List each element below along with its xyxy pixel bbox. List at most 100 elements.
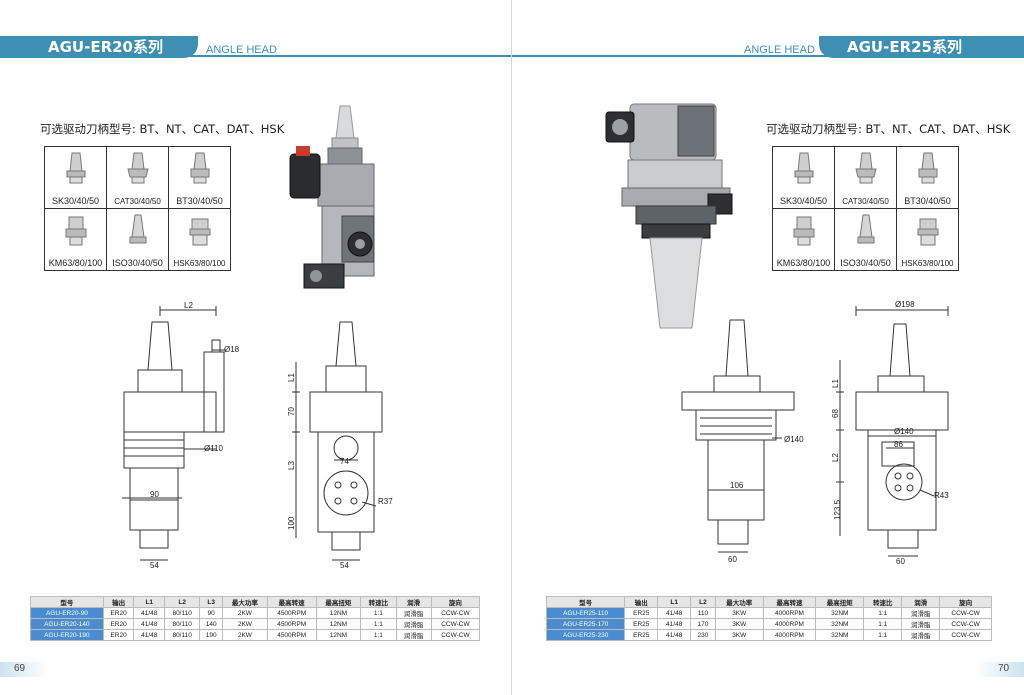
bt-taper-icon: [918, 152, 937, 184]
dim-h1235: 123.5: [833, 499, 842, 520]
table-cell: 1:1: [360, 629, 397, 641]
table-cell: 4000RPM: [762, 629, 817, 641]
holder-cell: SK30/40/50: [45, 147, 107, 209]
table-cell: CCW-CW: [430, 618, 481, 630]
table-cell: CCW-CW: [939, 629, 992, 641]
col-header: 输出: [624, 596, 659, 608]
dim-l1: L1: [831, 379, 840, 388]
holder-label: HSK63/80/100: [901, 259, 954, 268]
table-cell: 32NM: [815, 629, 865, 641]
col-header: 最大功率: [222, 596, 268, 608]
dim-l2: L2: [831, 453, 840, 462]
holder-cell: CAT30/40/50: [835, 147, 897, 209]
dim-d140b: Ø140: [894, 427, 914, 436]
table-cell: 41/48: [133, 607, 166, 619]
table-cell: ER20: [102, 607, 135, 619]
col-header: L2: [690, 596, 716, 608]
table-cell: 1:1: [863, 618, 903, 630]
col-header: 最高扭矩: [315, 596, 362, 608]
series-title: AGU-ER25系列: [819, 36, 1024, 58]
dim-w60b: 60: [896, 557, 905, 566]
table-cell: 12NM: [315, 629, 362, 641]
series-subtitle: ANGLE HEAD: [744, 44, 815, 56]
bt-taper-icon: [190, 152, 209, 184]
holder-label: KM63/80/100: [776, 258, 831, 268]
table-cell: 2KW: [222, 629, 268, 641]
table-cell: 41/48: [133, 629, 166, 641]
table-cell: 110: [690, 607, 716, 619]
dim-r37: R37: [378, 497, 393, 506]
table-cell: 4500RPM: [266, 607, 317, 619]
iso-taper-icon: [129, 214, 146, 244]
dim-d18: Ø18: [224, 345, 240, 354]
table-cell: 41/48: [657, 629, 692, 641]
holder-cell: HSK63/80/100: [897, 209, 959, 271]
table-cell: ER20: [102, 629, 135, 641]
holder-label: ISO30/40/50: [840, 258, 891, 268]
table-row: AGU-ER20-190 ER20 41/48 80/110 190 2KW 4…: [30, 629, 481, 641]
table-cell: 4000RPM: [762, 607, 817, 619]
holder-cell: BT30/40/50: [169, 147, 231, 209]
col-header: L1: [133, 596, 166, 608]
series-title: AGU-ER20系列: [0, 36, 198, 58]
dim-l2: L2: [184, 301, 193, 310]
table-cell: CCW-CW: [430, 607, 481, 619]
header-rule: [512, 55, 1024, 57]
right-page: AGU-ER25系列 ANGLE HEAD 可选驱动刀柄型号: BT、NT、CA…: [512, 0, 1024, 695]
holder-cell: KM63/80/100: [45, 209, 107, 271]
col-header: L3: [199, 596, 224, 608]
holder-label: CAT30/40/50: [842, 197, 889, 206]
holder-label: KM63/80/100: [48, 258, 103, 268]
dim-w74: 74: [340, 457, 349, 466]
table-cell: 3KW: [714, 629, 764, 641]
page-footer-tab: [976, 662, 1024, 677]
table-row: AGU-ER25-170 ER25 41/48 170 3KW 4000RPM …: [545, 618, 992, 630]
holder-intro: 可选驱动刀柄型号: BT、NT、CAT、DAT、HSK: [40, 122, 285, 136]
table-cell: ER25: [624, 618, 659, 630]
model-cell: AGU-ER25-170: [545, 618, 626, 630]
holder-cell: CAT30/40/50: [107, 147, 169, 209]
col-header: L1: [657, 596, 692, 608]
hsk-holder-icon: [189, 218, 210, 246]
dim-d110: Ø110: [204, 444, 224, 453]
sk-taper-icon: [794, 152, 813, 184]
col-header: 最大功率: [714, 596, 764, 608]
table-cell: 1:1: [863, 629, 903, 641]
model-cell: AGU-ER25-230: [545, 629, 626, 641]
table-cell: 140: [199, 618, 224, 630]
col-header: 型号: [30, 596, 104, 608]
table-cell: 3KW: [714, 607, 764, 619]
table-cell: 润滑脂: [901, 607, 941, 619]
holder-cell: ISO30/40/50: [835, 209, 897, 271]
table-row: AGU-ER20-90 ER20 41/48 80/110 90 2KW 450…: [30, 607, 481, 619]
dim-w86: 86: [894, 440, 903, 449]
holder-intro: 可选驱动刀柄型号: BT、NT、CAT、DAT、HSK: [766, 122, 1011, 136]
km-holder-icon: [65, 216, 86, 246]
page-number: 69: [14, 663, 26, 674]
table-cell: CCW-CW: [939, 618, 992, 630]
cat-taper-icon: [126, 152, 149, 184]
table-cell: CCW-CW: [939, 607, 992, 619]
col-header: 最高转速: [266, 596, 317, 608]
model-cell: AGU-ER20-190: [30, 629, 104, 641]
holder-label: CAT30/40/50: [114, 197, 161, 206]
page-spine: [511, 0, 512, 695]
table-cell: 80/110: [164, 629, 201, 641]
holder-cell: BT30/40/50: [897, 147, 959, 209]
table-cell: 80/110: [164, 618, 201, 630]
table-cell: 4500RPM: [266, 629, 317, 641]
table-cell: 90: [199, 607, 224, 619]
dim-h68: 68: [831, 409, 840, 418]
col-header: 旋向: [939, 596, 992, 608]
hsk-holder-icon: [917, 218, 938, 246]
col-header: L2: [164, 596, 201, 608]
table-cell: 润滑脂: [395, 618, 432, 630]
dim-l3: L3: [287, 461, 296, 470]
angle-head-photo: [605, 103, 733, 329]
table-cell: 80/110: [164, 607, 201, 619]
table-cell: 4000RPM: [762, 618, 817, 630]
table-cell: 41/48: [133, 618, 166, 630]
dim-d140: Ø140: [784, 435, 804, 444]
table-cell: ER25: [624, 607, 659, 619]
er25-technical-drawing: Ø198 Ø140 106 60 L1 68 L2 123.5 Ø140 86 …: [681, 300, 949, 566]
